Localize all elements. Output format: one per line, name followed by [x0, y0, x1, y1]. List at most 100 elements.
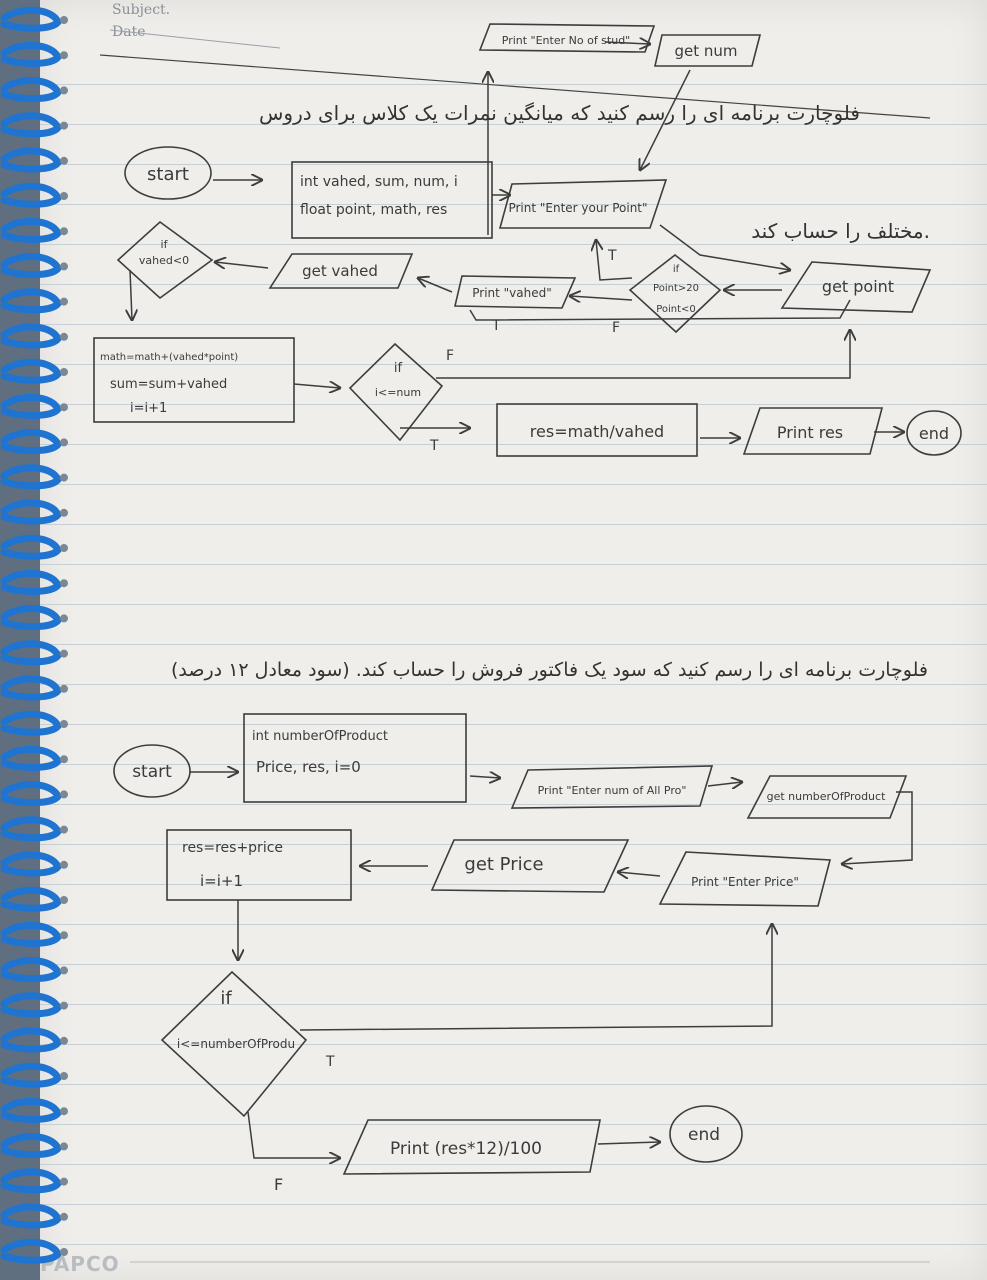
p1-flow-arrows	[130, 42, 904, 438]
spiral-ring	[0, 1027, 63, 1053]
p1-print-vahed	[453, 275, 577, 309]
notebook-page: Subject. Date PAPCO	[40, 0, 987, 1280]
p1-if-num-line1: if	[394, 361, 403, 376]
p1-if-num-line2: i<=num	[375, 386, 421, 399]
p1-if-point-diamond	[628, 253, 722, 334]
spiral-hole	[60, 1072, 68, 1080]
spiral-ring	[0, 429, 63, 455]
p2-calc-line2: i=i+1	[200, 872, 243, 890]
p2-start-terminal	[113, 744, 191, 798]
p1-print-vahed-label: Print "vahed"	[472, 286, 552, 300]
p2-start-label: start	[132, 762, 172, 782]
p1-if-point-line3: Point<0	[656, 304, 696, 315]
p1-get-vahed	[268, 253, 414, 289]
spiral-hole	[60, 192, 68, 200]
p2-print-enter-num-label: Print "Enter num of All Pro"	[538, 784, 687, 797]
spiral-hole	[60, 1212, 68, 1221]
p1-if-point-line1: if	[673, 264, 680, 275]
p1-if-num-diamond	[348, 342, 444, 442]
p2-calc-line1: res=res+price	[182, 840, 283, 856]
p2-label-f: F	[274, 1175, 283, 1194]
p2-declare-box	[243, 713, 467, 803]
spiral-ring	[0, 499, 63, 525]
spiral-hole	[60, 755, 68, 764]
spiral-ring	[0, 886, 63, 912]
p2-flow-arrows	[190, 772, 913, 1158]
p1-end-terminal	[906, 410, 962, 456]
spiral-hole	[60, 896, 68, 904]
spiral-hole	[60, 332, 68, 341]
p1-if-point-line2: Point>20	[653, 283, 699, 294]
spiral-hole	[60, 121, 68, 130]
p2-print-enter-num	[510, 765, 714, 809]
p2-print-result-label: Print (res*12)/100	[390, 1139, 542, 1159]
p2-if-line2: i<=numberOfProdu	[177, 1037, 295, 1051]
p2-end-terminal	[669, 1105, 743, 1163]
p2-calc-box	[166, 829, 352, 901]
spiral-hole	[60, 1107, 68, 1116]
spiral-ring	[0, 605, 63, 631]
spiral-ring	[0, 358, 63, 384]
p2-print-enter-price-label: Print "Enter Price"	[691, 875, 799, 889]
p2-end-label: end	[688, 1125, 720, 1145]
spiral-ring	[0, 781, 63, 807]
spiral-hole	[60, 1177, 68, 1186]
spiral-ring	[0, 112, 63, 138]
p1-label-t-point: T	[607, 248, 617, 264]
spiral-ring	[0, 464, 63, 490]
p1-print-enter-point	[498, 179, 668, 229]
subject-label: Subject.	[112, 2, 171, 18]
p1-get-point	[780, 261, 932, 313]
problem1-prompt-line1: فلوچارت برنامه ای را رسم کنید که میانگین…	[259, 101, 860, 125]
p2-label-t: T	[325, 1054, 335, 1070]
spiral-ring	[0, 1203, 63, 1229]
spiral-ring	[0, 217, 63, 243]
p1-if-vahed-line1: if	[161, 238, 169, 251]
spiral-ring	[0, 288, 63, 314]
spiral-ring	[0, 851, 63, 877]
p2-get-price-label: get Price	[464, 854, 543, 875]
spiral-hole	[60, 1001, 68, 1010]
p1-calc-line2: sum=sum+vahed	[110, 377, 227, 392]
spiral-hole	[60, 649, 68, 658]
p1-get-vahed-label: get vahed	[302, 262, 378, 280]
spiral-ring	[0, 921, 63, 947]
spiral-hole	[60, 720, 68, 728]
spiral-ring	[0, 393, 63, 419]
p1-res-calc-box	[496, 403, 698, 457]
p1-if-vahed-diamond	[116, 220, 214, 300]
spiral-ring	[0, 1133, 63, 1159]
p1-print-res-label: Print res	[777, 423, 843, 442]
p2-if-line1: if	[220, 988, 232, 1009]
spiral-hole	[60, 297, 68, 306]
spiral-rings	[0, 6, 68, 1264]
spiral-ring	[0, 6, 63, 32]
p1-declare-box	[291, 161, 493, 239]
p2-if-diamond	[160, 970, 308, 1118]
spiral-ring	[0, 710, 63, 736]
spiral-ring	[0, 147, 63, 173]
p2-declare-line1: int numberOfProduct	[252, 729, 388, 744]
spiral-hole	[60, 684, 68, 693]
spiral-hole	[60, 860, 68, 869]
spiral-ring	[0, 1168, 63, 1194]
spiral-ring	[0, 1097, 63, 1123]
spiral-hole	[60, 156, 68, 165]
spiral-hole	[60, 403, 68, 412]
p1-get-num	[653, 34, 762, 67]
p1-calc-box	[93, 337, 295, 423]
spiral-ring	[0, 745, 63, 771]
p1-res-calc-label: res=math/vahed	[530, 422, 664, 441]
spiral-hole	[60, 1142, 68, 1151]
spiral-hole	[60, 262, 68, 271]
spiral-hole	[60, 579, 68, 588]
p1-get-point-label: get point	[822, 277, 894, 296]
p1-label-t-vahed: T	[491, 318, 501, 334]
p1-print-enter-no-label: Print "Enter No of stud"	[502, 34, 631, 47]
problem2-prompt: فلوچارت برنامه ای را رسم کنید که سود یک …	[171, 659, 928, 681]
p1-print-res	[742, 407, 884, 455]
spiral-ring	[0, 816, 63, 842]
p1-if-vahed-line2: vahed<0	[139, 254, 189, 267]
